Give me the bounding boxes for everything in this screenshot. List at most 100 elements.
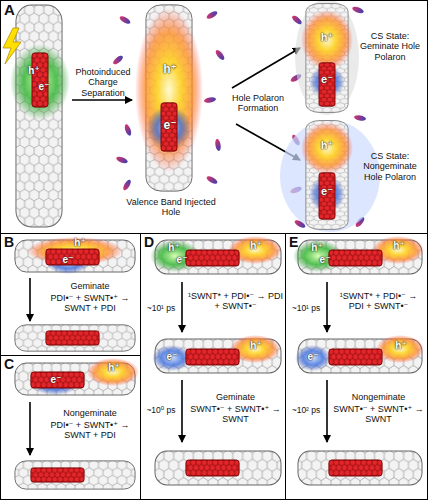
charge-label: e⁻ — [318, 254, 332, 266]
pdi-molecule — [186, 250, 239, 266]
charge-label: h⁺ — [319, 139, 335, 152]
panel-letter: D — [144, 234, 160, 250]
process-label: CS State: Nongeminate Hole Polaron — [353, 151, 427, 182]
process-label: Geminate — [41, 281, 139, 291]
pdi-molecule — [319, 63, 335, 107]
hole-glow — [376, 335, 424, 363]
solvent-dipole — [112, 54, 125, 66]
process-label: Nongeminate — [41, 408, 139, 418]
pdi-molecule — [31, 468, 84, 482]
panel-letter: C — [4, 356, 20, 372]
panel-box: Ch⁺ e⁻ NongeminatePDI•⁻ + SWNT•⁺ → SWNT + … — [0, 355, 141, 500]
pdi-molecule — [329, 460, 382, 476]
process-arrow — [181, 282, 183, 332]
charge-label: e⁻ — [165, 351, 179, 363]
nanotube — [15, 461, 135, 489]
charge-label: h⁺ — [394, 340, 408, 352]
charge-label: h⁺ — [161, 63, 179, 77]
pdi-molecule — [329, 250, 382, 266]
process-arrow — [326, 380, 328, 442]
process-label: Photoinduced Charge Separation — [69, 67, 137, 98]
charge-label: e⁻ — [306, 351, 320, 363]
process-label: ~10¹ ps — [141, 304, 181, 314]
pdi-molecule — [186, 349, 239, 365]
hole-glow — [27, 237, 123, 265]
process-label: ~10⁰ ps — [141, 406, 181, 416]
panel-box: Eh⁺e⁻h⁺~10¹ ps¹SWNT* + PDI•⁻ → PDI + SWN… — [285, 233, 428, 500]
charge-label: e⁻ — [161, 119, 179, 133]
polaron-halo — [295, 0, 359, 115]
charge-label: h⁺ — [249, 240, 263, 252]
pdi-molecule — [329, 349, 382, 365]
panel-box: Ah⁺ e⁻ Photoinduced Charge Separation h⁺ e⁻ V… — [0, 0, 428, 234]
process-label: SWNT•⁻ + SWNT•⁺ → SWNT — [331, 404, 426, 425]
hole-glow — [87, 358, 139, 386]
pdi-molecule — [46, 331, 99, 345]
process-label: ¹SWNT* + PDI•⁻ → PDI + SWNT•⁻ — [331, 291, 426, 312]
pdi-molecule — [31, 372, 84, 388]
process-label: Valence Band Injected Hole — [125, 197, 217, 218]
nanotube — [155, 451, 281, 485]
solvent-dipole — [206, 175, 219, 186]
solvent-dipole — [119, 15, 132, 26]
charge-label: e⁻ — [319, 73, 335, 86]
charge-label: h⁺ — [27, 65, 41, 77]
solvent-dipole — [124, 123, 133, 136]
charge-label: e⁻ — [37, 81, 51, 93]
charge-label: h⁺ — [310, 242, 324, 254]
exciton-glow — [10, 44, 70, 120]
process-label: ¹SWNT* + PDI•⁻ → PDI + SWNT•⁻ — [187, 291, 284, 312]
process-arrow — [181, 380, 183, 442]
solvent-dipole — [214, 139, 221, 152]
panel-letter: B — [4, 234, 20, 250]
lightning-bolt — [3, 28, 21, 64]
solvent-dipole — [122, 179, 133, 192]
panel-letter: E — [289, 234, 305, 250]
process-arrow — [232, 48, 300, 88]
process-label: Nongeminate — [331, 392, 426, 402]
solvent-dipole — [204, 96, 217, 103]
charge-label: h⁺ — [107, 362, 121, 374]
process-label: PDI•⁻ + SWNT•⁺ → SWNT + PDI — [41, 293, 139, 314]
process-label: Hole Polaron Formation — [227, 93, 289, 114]
nanotube — [298, 451, 422, 485]
pdi-molecule — [186, 460, 239, 476]
process-label: ~10¹ ps — [286, 304, 326, 314]
charge-label: e⁻ — [319, 185, 335, 198]
solvent-dipole — [115, 156, 128, 165]
process-label: PDI•⁻ + SWNT•⁺ → SWNT + PDI — [41, 420, 139, 441]
process-arrow — [326, 282, 328, 332]
solvent-dipole — [354, 114, 367, 121]
process-label: Geminate — [187, 392, 284, 402]
charge-label: e⁻ — [49, 374, 63, 386]
charge-label: h⁺ — [167, 242, 181, 254]
pdi-molecule — [32, 53, 48, 107]
nanotube — [15, 325, 135, 351]
process-label: SWNT•⁻ + SWNT•⁺ → SWNT — [187, 404, 284, 425]
pdi-molecule — [46, 249, 99, 265]
process-arrow — [72, 99, 132, 101]
electron-glow — [295, 345, 331, 371]
hole-glow — [301, 122, 353, 174]
charge-label: h⁺ — [319, 31, 335, 44]
pdi-molecule — [319, 173, 335, 219]
process-arrow — [29, 278, 31, 321]
panel-letter: A — [4, 1, 24, 18]
charge-label: h⁺ — [73, 237, 87, 249]
process-label: CS State: Geminate Hole Polaron — [353, 31, 427, 62]
hole-glow — [301, 10, 353, 70]
charge-label: e⁻ — [61, 254, 75, 266]
charge-label: e⁻ — [175, 254, 189, 266]
solvent-dipole — [351, 6, 364, 15]
panel-box: Bh⁺ e⁻ GeminatePDI•⁻ + SWNT•⁺ → SWNT + PDI — [0, 233, 141, 356]
hole-glow — [135, 8, 203, 172]
solvent-dipole — [206, 10, 219, 21]
process-arrow — [29, 402, 31, 455]
charge-label: h⁺ — [249, 340, 263, 352]
panel-box: Dh⁺e⁻h⁺~10¹ ps¹SWNT* + PDI•⁻ → PDI + SWN… — [140, 233, 286, 500]
process-label: ~10² ps — [286, 406, 326, 416]
charge-label: h⁺ — [392, 240, 406, 252]
solvent-dipoles — [112, 6, 367, 230]
solvent-dipole — [214, 49, 226, 62]
